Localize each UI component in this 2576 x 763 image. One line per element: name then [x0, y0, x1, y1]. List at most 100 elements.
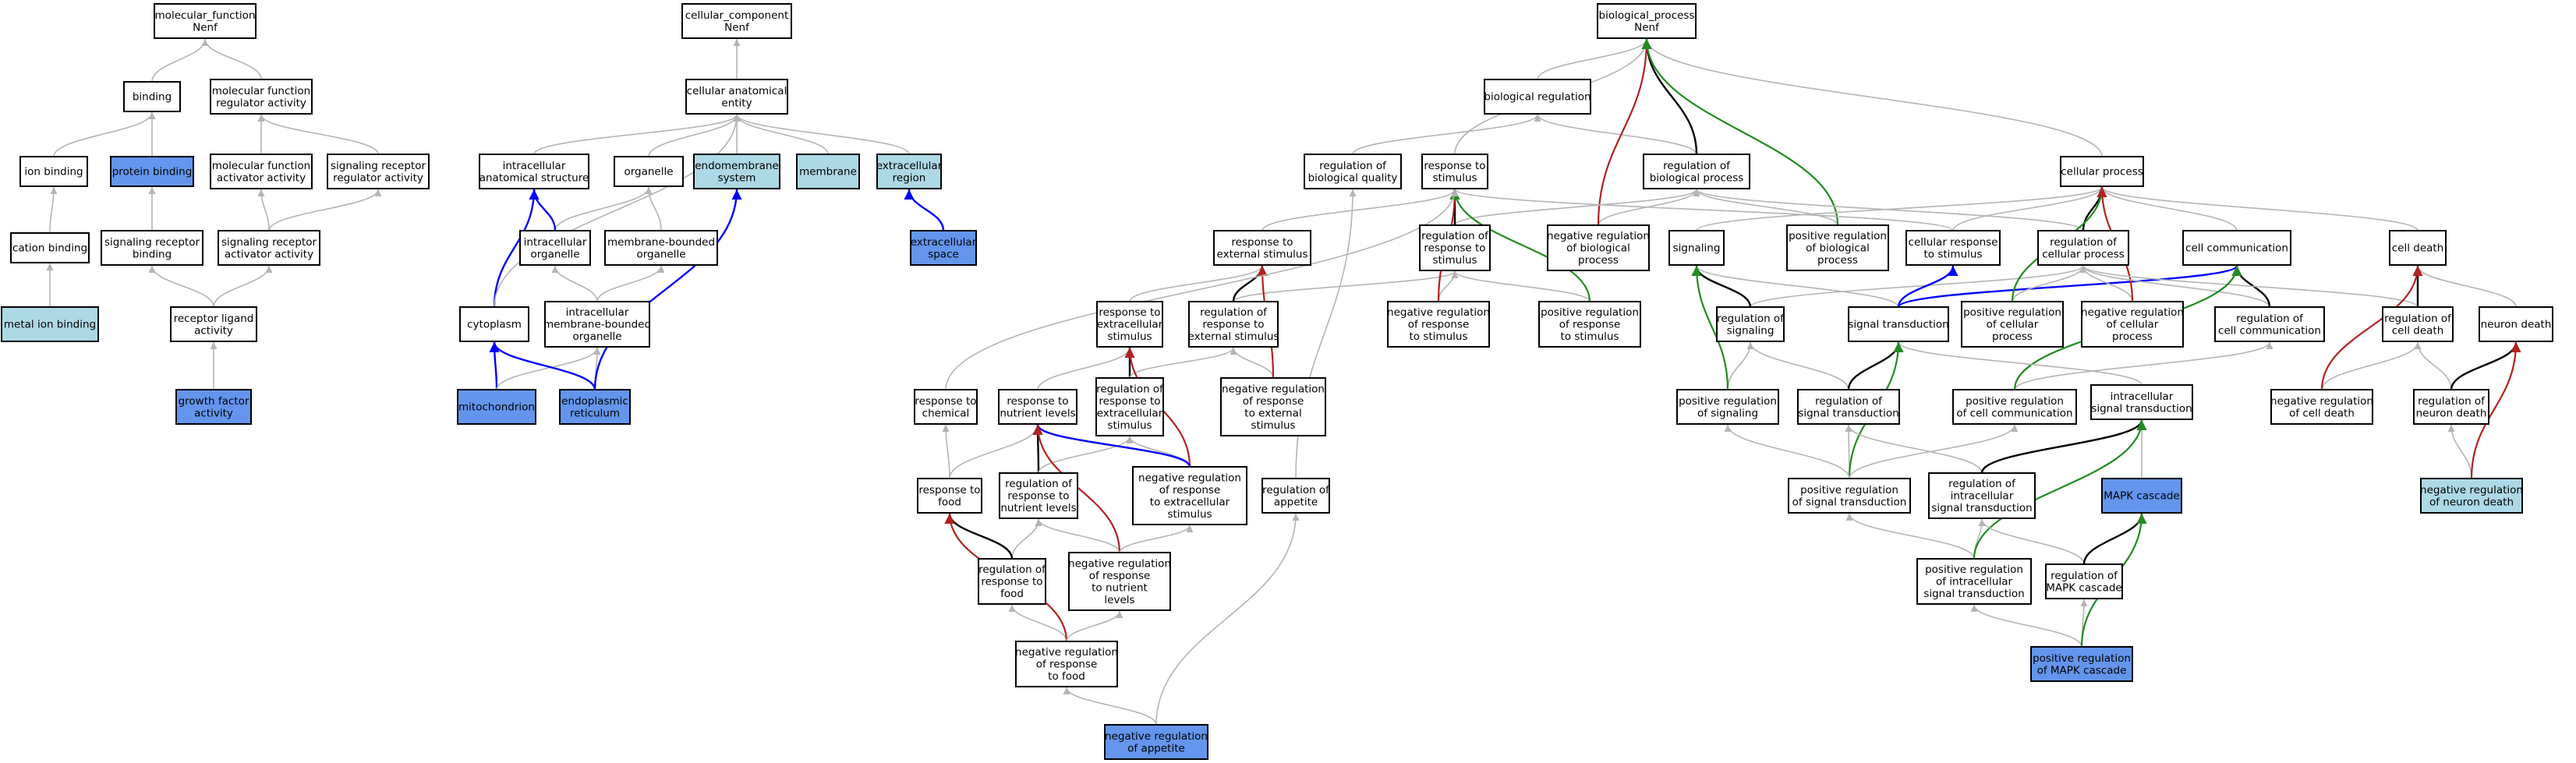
- go-term-node-binding[interactable]: binding: [123, 81, 181, 112]
- go-term-box[interactable]: [876, 154, 942, 189]
- go-term-box[interactable]: [1797, 389, 1900, 425]
- go-term-node-mito[interactable]: mitochondrion: [457, 389, 536, 425]
- go-term-box[interactable]: [681, 3, 792, 39]
- go-term-box[interactable]: [2090, 384, 2193, 420]
- go-term-box[interactable]: [1547, 224, 1650, 271]
- go-term-box[interactable]: [2270, 389, 2373, 425]
- go-term-box[interactable]: [1188, 301, 1279, 348]
- go-term-box[interactable]: [1, 306, 99, 342]
- go-term-node-celldeath[interactable]: cell death: [2389, 230, 2447, 266]
- go-term-box[interactable]: [910, 230, 977, 266]
- go-term-box[interactable]: [2389, 230, 2447, 266]
- go-term-box[interactable]: [917, 478, 982, 514]
- go-term-box[interactable]: [210, 154, 313, 189]
- go-term-box[interactable]: [2382, 306, 2454, 342]
- go-term-box[interactable]: [2060, 156, 2144, 187]
- go-term-node-metalion[interactable]: metal ion binding: [1, 306, 99, 342]
- go-term-box[interactable]: [459, 306, 529, 342]
- go-term-box[interactable]: [1668, 230, 1725, 266]
- go-term-box[interactable]: [1220, 377, 1326, 436]
- go-term-box[interactable]: [1132, 466, 1247, 525]
- go-term-box[interactable]: [210, 79, 313, 115]
- go-term-box[interactable]: [614, 156, 684, 187]
- go-term-box[interactable]: [19, 156, 88, 187]
- go-term-box[interactable]: [685, 79, 788, 115]
- go-term-box[interactable]: [1848, 306, 1949, 342]
- go-term-box[interactable]: [914, 389, 978, 425]
- go-term-node-ionbinding[interactable]: ion binding: [19, 156, 88, 187]
- go-term-box[interactable]: [1676, 389, 1779, 425]
- go-term-box[interactable]: [1213, 230, 1311, 266]
- go-term-box[interactable]: [2101, 478, 2182, 514]
- go-term-box[interactable]: [693, 154, 780, 189]
- go-term-box[interactable]: [2182, 230, 2291, 266]
- go-term-node-proteinbinding[interactable]: protein binding: [110, 156, 194, 187]
- go-term-box[interactable]: [10, 232, 90, 263]
- go-term-box[interactable]: [1421, 154, 1488, 189]
- go-term-box[interactable]: [1096, 301, 1163, 348]
- go-term-box[interactable]: [1387, 301, 1490, 348]
- go-term-box[interactable]: [1538, 301, 1641, 348]
- go-term-box[interactable]: [998, 389, 1077, 425]
- go-term-box[interactable]: [327, 154, 430, 189]
- go-term-box[interactable]: [2045, 563, 2123, 599]
- go-term-box[interactable]: [1952, 389, 2077, 425]
- go-term-box[interactable]: [1095, 377, 1164, 436]
- go-term-box[interactable]: [110, 156, 194, 187]
- go-term-box[interactable]: [175, 389, 252, 425]
- go-term-box[interactable]: [1716, 306, 1785, 342]
- go-term-box[interactable]: [978, 558, 1046, 605]
- go-term-box[interactable]: [604, 230, 718, 266]
- go-term-box[interactable]: [519, 230, 591, 266]
- go-term-box[interactable]: [1104, 724, 1208, 760]
- go-term-node-signaling[interactable]: signaling: [1668, 230, 1725, 266]
- go-term-box[interactable]: [2030, 646, 2133, 682]
- go-term-box[interactable]: [544, 301, 650, 348]
